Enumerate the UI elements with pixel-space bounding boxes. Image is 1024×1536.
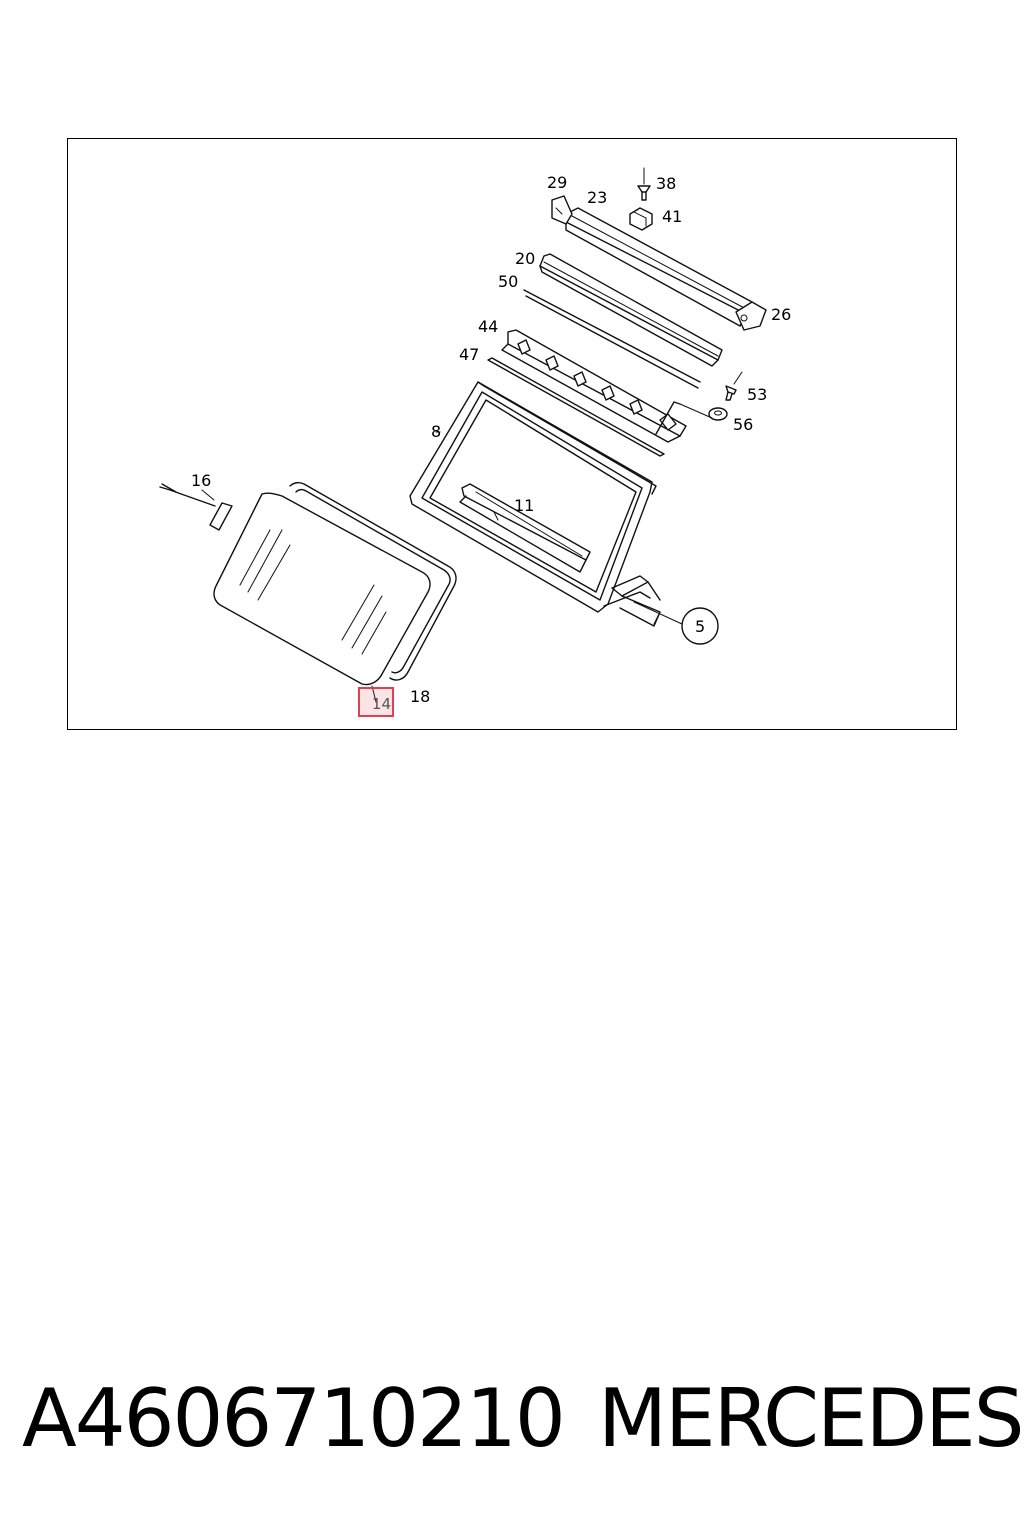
- callout-8: 8: [431, 422, 441, 441]
- callout-16: 16: [191, 471, 211, 490]
- callout-47: 47: [459, 345, 479, 364]
- callout-11: 11: [514, 496, 534, 515]
- part-38-screw: [637, 167, 651, 201]
- part-5-pointer: [633, 601, 719, 645]
- brand-name: MERCEDES: [598, 1372, 1024, 1465]
- part-56-washer: [679, 403, 728, 421]
- callout-56: 56: [733, 415, 753, 434]
- callout-26: 26: [771, 305, 791, 324]
- part-20-seal-strip: [539, 253, 723, 367]
- callout-53: 53: [747, 385, 767, 404]
- callout-38: 38: [656, 174, 676, 193]
- part-14-glass-pane: [213, 492, 431, 703]
- callout-50: 50: [498, 272, 518, 291]
- callout-5: 5: [695, 617, 705, 636]
- highlighted-part-label: 14: [371, 695, 391, 713]
- callout-29: 29: [547, 173, 567, 192]
- part-44-clip-rail: [501, 329, 687, 443]
- part-number: A4606710210: [22, 1372, 566, 1465]
- callout-44: 44: [478, 317, 498, 336]
- highlighted-part-marker[interactable]: [358, 687, 394, 717]
- part-26-end-cap: [735, 301, 767, 331]
- part-11-channel: [459, 483, 591, 573]
- part-53-screw: [725, 371, 743, 401]
- callout-20: 20: [515, 249, 535, 268]
- part-16-connector: [159, 483, 233, 531]
- part-23-top-rail: [565, 207, 753, 327]
- part-29-end-cap: [551, 195, 573, 225]
- callout-23: 23: [587, 188, 607, 207]
- part-41-clip: [629, 207, 653, 231]
- diagram-frame: [67, 138, 957, 730]
- callout-18: 18: [410, 687, 430, 706]
- callout-41: 41: [662, 207, 682, 226]
- part-18-seal: [289, 481, 457, 681]
- leader-lines: [201, 431, 441, 501]
- part-47-strip: [487, 357, 665, 457]
- part-50-cord: [523, 289, 701, 389]
- part-8-window-frame: [409, 381, 661, 627]
- footer-caption: A4606710210 MERCEDES: [22, 1372, 1024, 1474]
